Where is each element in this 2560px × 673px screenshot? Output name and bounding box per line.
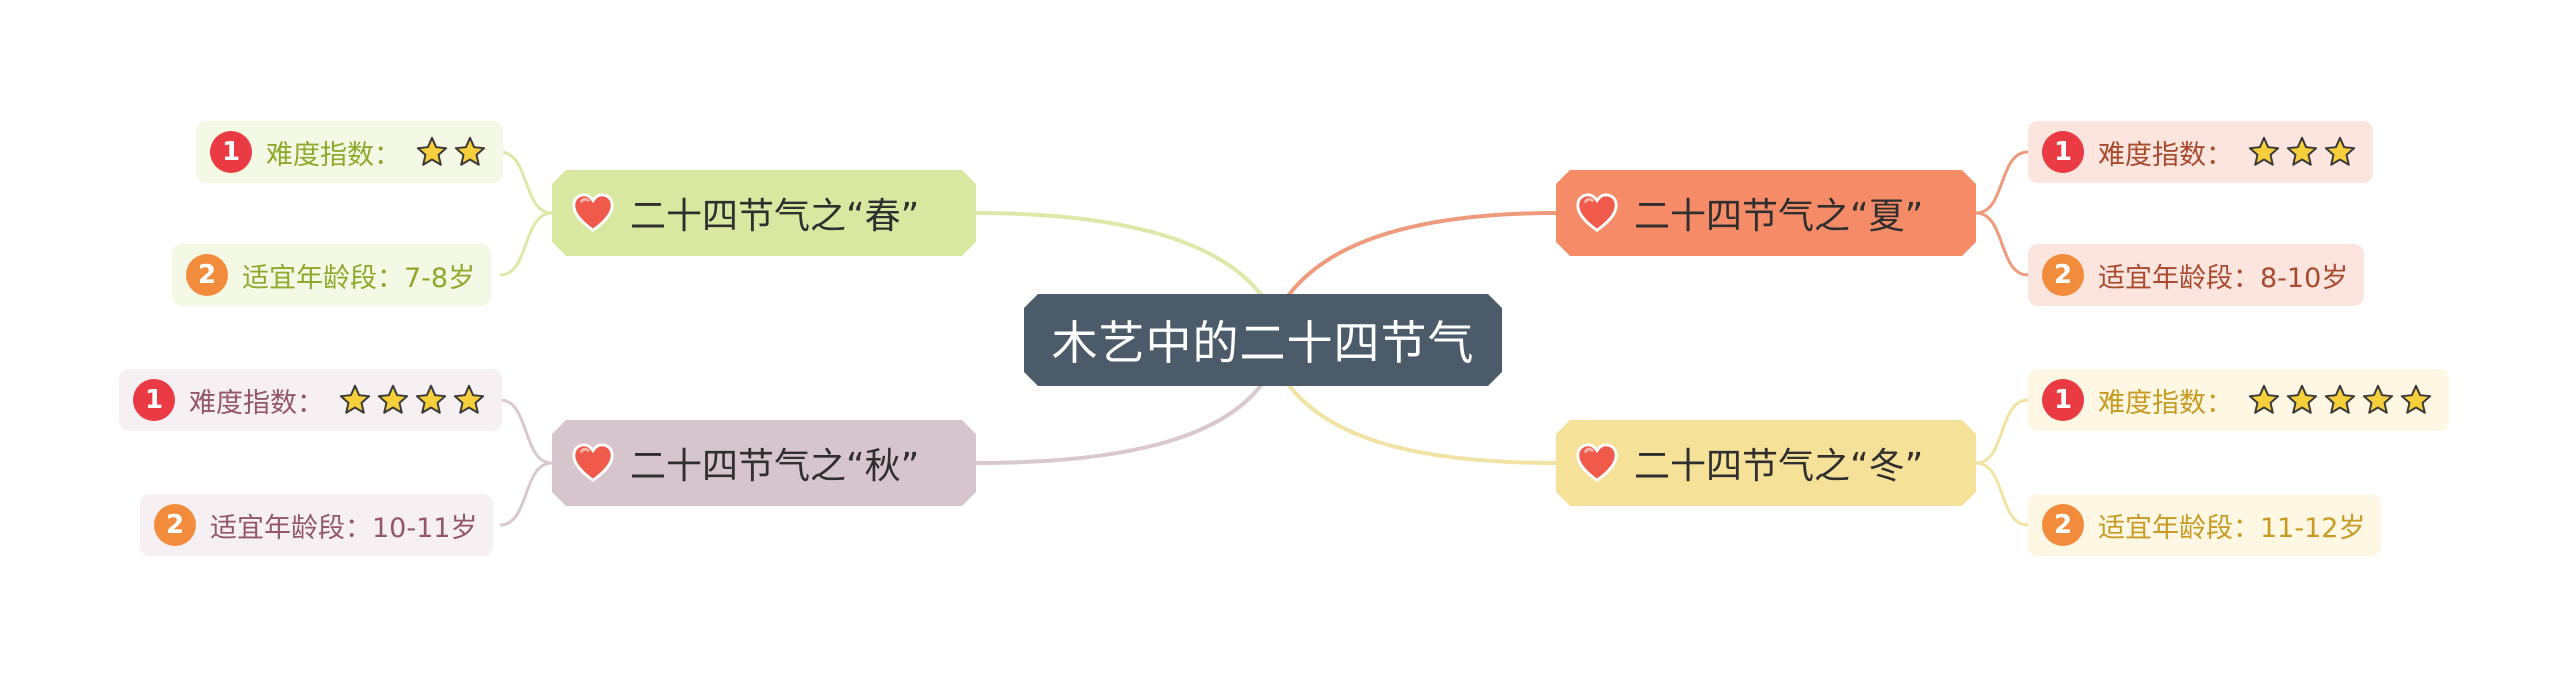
age-label: 适宜年龄段：8-10岁 (2098, 262, 2349, 294)
star-icon (416, 136, 448, 166)
link-summer-1 (1975, 150, 2029, 215)
branch-autumn[interactable]: 二十四节气之“秋” (552, 420, 976, 506)
difficulty-label: 难度指数： (266, 139, 401, 171)
branch-label: 二十四节气之“春” (630, 196, 920, 237)
star-rating (338, 383, 486, 417)
branch-label: 二十四节气之“夏” (1634, 196, 1924, 237)
star-icon (453, 384, 485, 414)
leaf-summer-age[interactable]: 2 适宜年龄段：8-10岁 (2028, 244, 2365, 306)
leaf-summer-difficulty[interactable]: 1 难度指数： (2028, 121, 2373, 183)
leaf-winter-difficulty[interactable]: 1 难度指数： (2028, 369, 2449, 431)
priority-2-icon: 2 (2042, 254, 2084, 296)
link-root-summer (1286, 211, 1557, 298)
priority-2-icon: 2 (186, 254, 228, 296)
star-rating (2247, 135, 2357, 169)
star-icon (2286, 136, 2318, 166)
leaf-autumn-age[interactable]: 2 适宜年龄段：10-11岁 (140, 494, 494, 556)
link-winter-2 (1975, 461, 2029, 527)
link-autumn-2 (499, 461, 553, 527)
difficulty-label: 难度指数： (2098, 139, 2233, 171)
priority-2-icon: 2 (154, 504, 196, 546)
priority-2-icon: 2 (2042, 504, 2084, 546)
age-label: 适宜年龄段：11-12岁 (2098, 512, 2366, 544)
star-icon (2362, 384, 2394, 414)
branch-spring[interactable]: 二十四节气之“春” (552, 170, 976, 256)
star-icon (339, 384, 371, 414)
leaf-spring-difficulty[interactable]: 1 难度指数： (196, 121, 503, 183)
star-icon (2324, 384, 2356, 414)
link-spring-1 (499, 150, 553, 215)
link-root-spring (975, 211, 1264, 298)
age-label: 适宜年龄段：7-8岁 (242, 262, 476, 294)
difficulty-label: 难度指数： (189, 387, 324, 419)
difficulty-label: 难度指数： (2098, 387, 2233, 419)
star-icon (2400, 384, 2432, 414)
star-icon (377, 384, 409, 414)
link-summer-2 (1975, 211, 2029, 277)
branch-label: 二十四节气之“冬” (1634, 446, 1924, 487)
leaf-autumn-difficulty[interactable]: 1 难度指数： (119, 369, 502, 431)
heart-icon (1574, 440, 1620, 486)
heart-icon (570, 190, 616, 236)
star-icon (2248, 384, 2280, 414)
star-icon (415, 384, 447, 414)
leaf-winter-age[interactable]: 2 适宜年龄段：11-12岁 (2028, 494, 2382, 556)
heart-icon (1574, 190, 1620, 236)
star-icon (454, 136, 486, 166)
branch-label: 二十四节气之“秋” (630, 446, 920, 487)
leaf-spring-age[interactable]: 2 适宜年龄段：7-8岁 (172, 244, 492, 306)
priority-1-icon: 1 (210, 131, 252, 173)
priority-1-icon: 1 (2042, 379, 2084, 421)
link-winter-1 (1975, 398, 2029, 465)
star-rating (415, 135, 487, 169)
priority-1-icon: 1 (133, 379, 175, 421)
priority-1-icon: 1 (2042, 131, 2084, 173)
root-title: 木艺中的二十四节气 (1051, 316, 1475, 370)
branch-summer[interactable]: 二十四节气之“夏” (1556, 170, 1976, 256)
star-icon (2248, 136, 2280, 166)
star-rating (2247, 383, 2433, 417)
link-root-autumn (975, 382, 1264, 465)
age-label: 适宜年龄段：10-11岁 (210, 512, 478, 544)
link-spring-2 (499, 211, 553, 277)
link-root-winter (1286, 382, 1557, 465)
heart-icon (570, 440, 616, 486)
star-icon (2324, 136, 2356, 166)
branch-winter[interactable]: 二十四节气之“冬” (1556, 420, 1976, 506)
root-topic[interactable]: 木艺中的二十四节气 (1024, 294, 1502, 386)
star-icon (2286, 384, 2318, 414)
link-autumn-1 (499, 398, 553, 465)
